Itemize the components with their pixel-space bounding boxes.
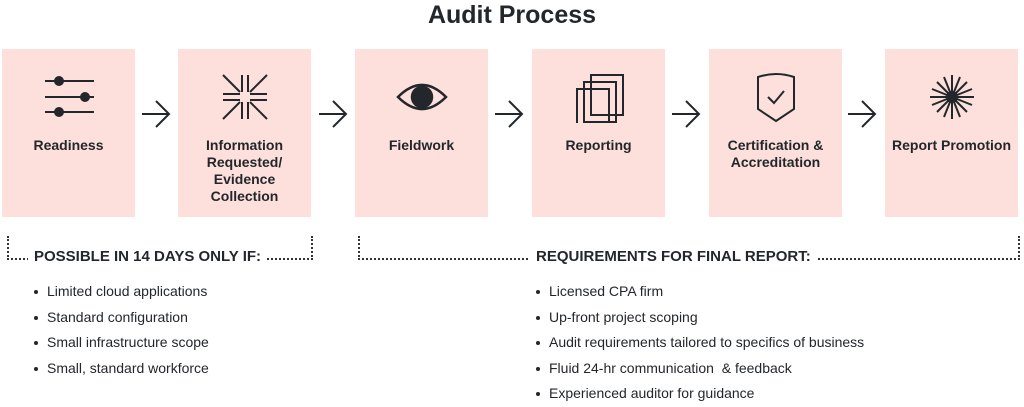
arrow-right-icon <box>495 100 524 128</box>
list-item: Licensed CPA firm <box>533 279 864 305</box>
step-report-promotion: Report Promotion <box>885 49 1018 217</box>
arrow-right-icon <box>848 100 877 128</box>
step-information-requested: Information Requested/ Evidence Collecti… <box>178 49 311 217</box>
list-item: Experienced auditor for guidance <box>533 381 864 407</box>
page-title: Audit Process <box>427 1 597 29</box>
step-label: Fieldwork <box>388 137 455 153</box>
step-label: Reporting <box>565 137 632 153</box>
list-item: Up-front project scoping <box>533 305 864 331</box>
step-reporting: Reporting <box>532 49 665 217</box>
starburst-icon <box>930 75 974 119</box>
list-item: Fluid 24-hr communication & feedback <box>533 356 864 382</box>
list-item: Small infrastructure scope <box>31 330 209 356</box>
arrow-right-icon <box>319 100 348 128</box>
step-label: Information Requested/ Evidence Collecti… <box>206 137 283 204</box>
stacked-pages-icon <box>576 74 624 123</box>
left-requirements-list: Limited cloud applications Standard conf… <box>31 279 209 381</box>
step-label: Readiness <box>33 137 104 153</box>
left-section-heading: POSSIBLE IN 14 DAYS ONLY IF: <box>28 247 268 267</box>
list-item: Standard configuration <box>31 305 209 331</box>
right-section-heading: REQUIREMENTS FOR FINAL REPORT: <box>530 247 817 267</box>
list-item: Audit requirements tailored to specifics… <box>533 330 864 356</box>
list-item: Small, standard workforce <box>31 356 209 382</box>
step-label: Certification & Accreditation <box>727 137 824 170</box>
arrow-right-icon <box>672 100 701 128</box>
list-item: Limited cloud applications <box>31 279 209 305</box>
sliders-icon <box>45 76 94 117</box>
step-readiness: Readiness <box>2 49 135 217</box>
step-certification: Certification & Accreditation <box>709 49 842 217</box>
shield-check-icon <box>757 73 795 123</box>
step-fieldwork: Fieldwork <box>355 49 488 217</box>
arrow-right-icon <box>142 100 171 128</box>
converge-arrows-icon <box>222 74 268 120</box>
right-requirements-list: Licensed CPA firm Up-front project scopi… <box>533 279 864 407</box>
eye-icon <box>396 83 448 111</box>
step-label: Report Promotion <box>892 137 1011 153</box>
